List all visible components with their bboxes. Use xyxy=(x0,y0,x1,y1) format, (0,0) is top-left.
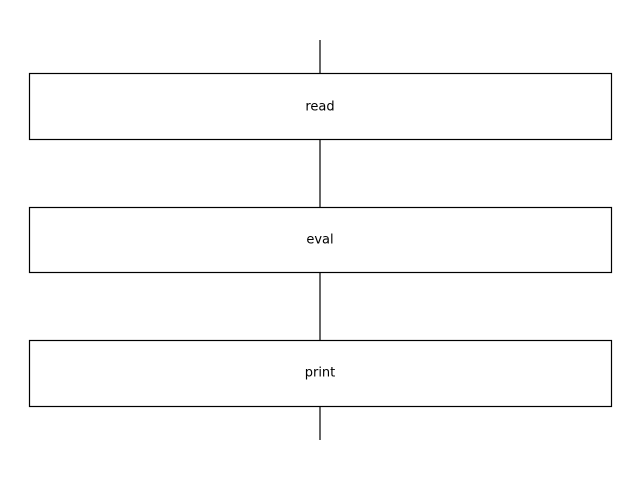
step-eval-label: eval xyxy=(306,233,333,248)
step-eval-box xyxy=(28,206,613,274)
step-read-label: read xyxy=(305,100,334,115)
step-eval: eval xyxy=(28,206,613,274)
step-print: print xyxy=(28,339,613,408)
step-print-box xyxy=(28,339,613,408)
step-read-box xyxy=(28,72,613,141)
step-read: read xyxy=(28,72,613,141)
step-print-label: print xyxy=(305,366,336,381)
